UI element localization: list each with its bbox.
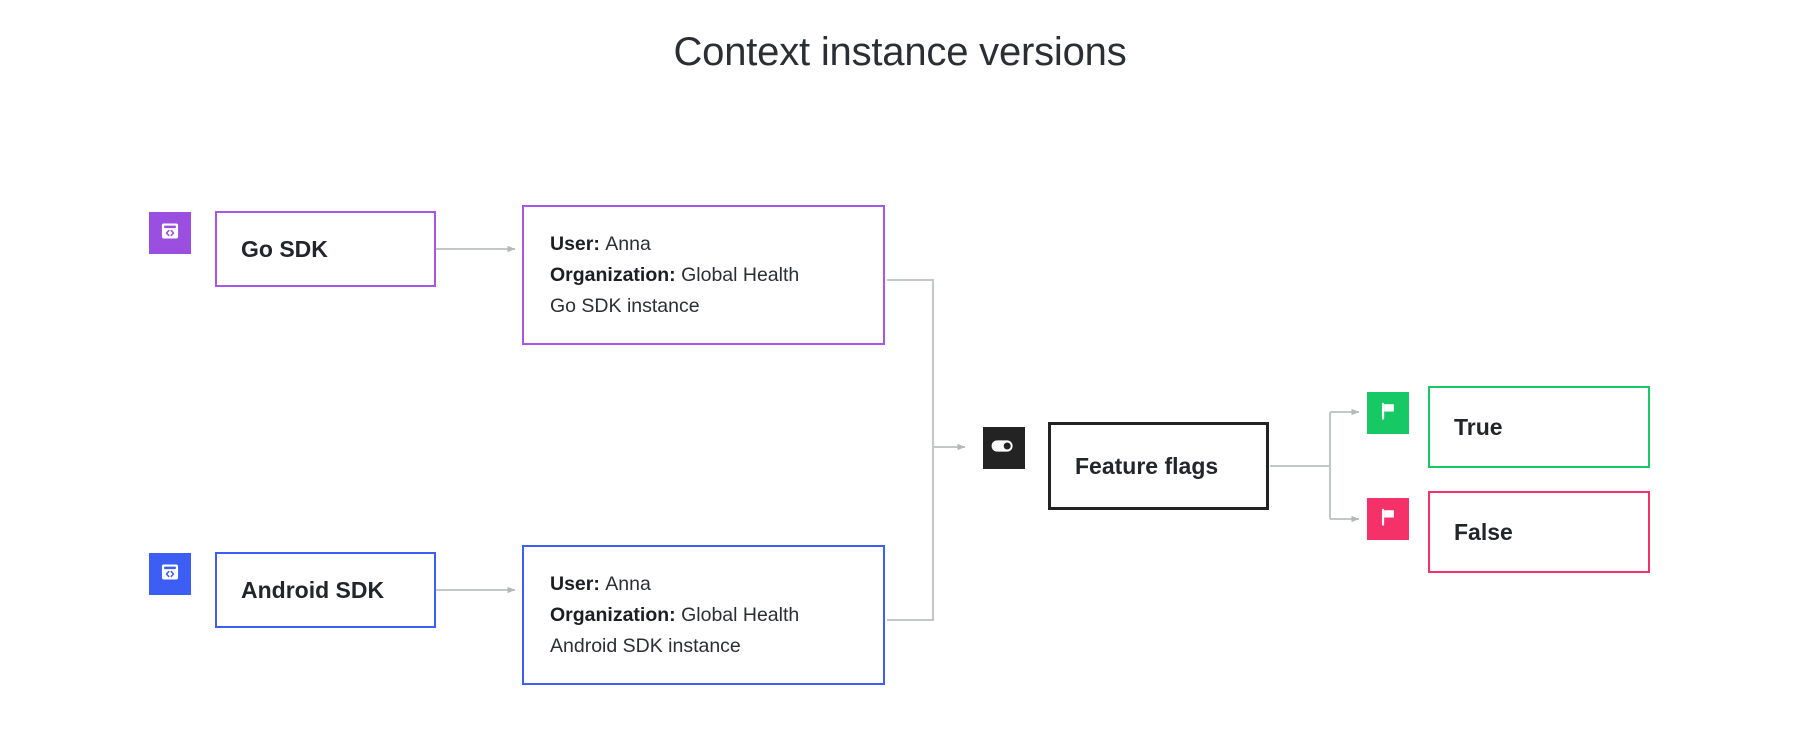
node-go-context[interactable]: User: Anna Organization: Global Health G… [522, 205, 885, 345]
node-feature-flags[interactable]: Feature flags [1048, 422, 1269, 510]
android-context-line-org: Organization: Global Health [550, 600, 799, 631]
go-context-line-org: Organization: Global Health [550, 260, 799, 291]
go-context-org-value: Global Health [681, 263, 800, 286]
android-context-line-user: User: Anna [550, 569, 651, 600]
feature-flags-icon-tile [983, 427, 1025, 469]
go-context-user-key: User: [550, 232, 606, 255]
node-android-context[interactable]: User: Anna Organization: Global Health A… [522, 545, 885, 685]
code-window-icon [159, 220, 181, 247]
toggle-switch-icon [991, 438, 1017, 459]
android-context-org-key: Organization: [550, 603, 682, 626]
android-context-user-key: User: [550, 572, 606, 595]
android-sdk-label: Android SDK [241, 576, 385, 603]
node-result-false[interactable]: False [1428, 491, 1650, 573]
go-context-line-user: User: Anna [550, 229, 651, 260]
go-context-org-key: Organization: [550, 263, 682, 286]
go-sdk-label: Go SDK [241, 235, 328, 262]
false-flag-icon-tile [1367, 498, 1409, 540]
go-context-caption: Go SDK instance [550, 294, 700, 317]
feature-flags-label: Feature flags [1075, 452, 1219, 479]
result-true-label: True [1454, 413, 1503, 440]
android-context-caption: Android SDK instance [550, 634, 741, 657]
true-flag-icon-tile [1367, 392, 1409, 434]
go-sdk-icon-tile [149, 212, 191, 254]
node-go-sdk[interactable]: Go SDK [215, 211, 436, 287]
page-title: Context instance versions [673, 30, 1127, 74]
result-false-label: False [1454, 518, 1513, 545]
code-window-icon [159, 561, 181, 588]
android-context-org-value: Global Health [681, 603, 800, 626]
node-android-sdk[interactable]: Android SDK [215, 552, 436, 628]
flag-icon [1377, 506, 1399, 533]
go-context-user-value: Anna [605, 232, 651, 255]
android-context-user-value: Anna [605, 572, 651, 595]
android-sdk-icon-tile [149, 553, 191, 595]
node-result-true[interactable]: True [1428, 386, 1650, 468]
flag-icon [1377, 400, 1399, 427]
